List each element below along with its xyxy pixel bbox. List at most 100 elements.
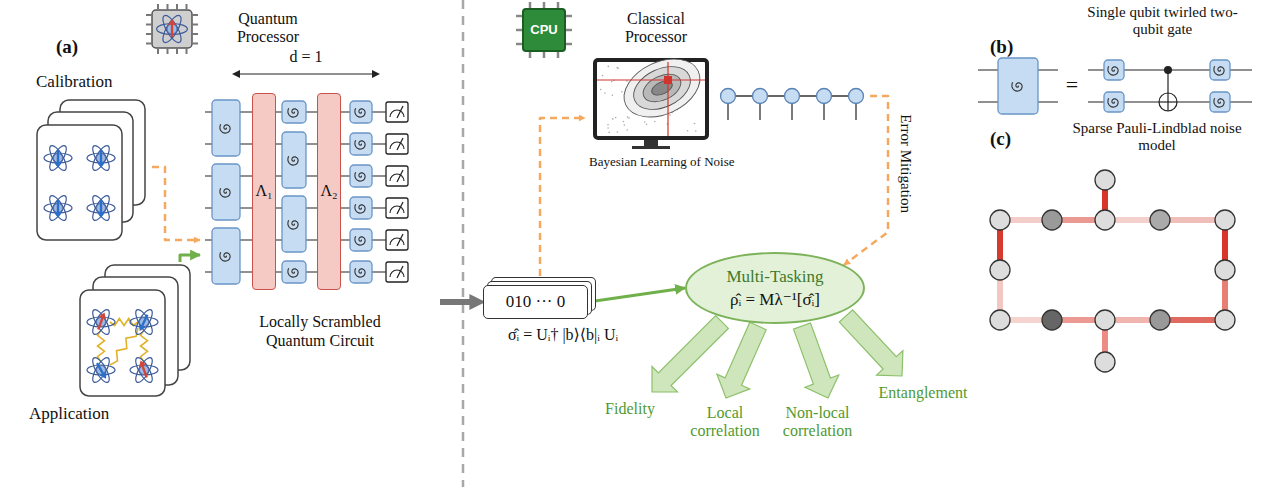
- atom-orbit: [133, 355, 156, 384]
- chip-pin: [146, 33, 152, 35]
- depth-arrow-heads: [232, 70, 380, 78]
- drawing-part: [97, 363, 104, 374]
- spiral-symbol: [1214, 66, 1224, 75]
- node-text: Locally Scrambled Quantum Circuit: [235, 313, 405, 350]
- spiral-symbol: [288, 156, 298, 165]
- drawing-part: [57, 150, 59, 163]
- output-arrow: [794, 323, 839, 398]
- chip-pin: [543, 52, 546, 58]
- spiral-symbol: [1012, 82, 1022, 91]
- chip-pin: [192, 14, 198, 16]
- spin-arrow: [54, 150, 62, 168]
- chip-pin: [157, 48, 159, 54]
- meter-needle: [397, 234, 403, 246]
- figure-label: (c): [990, 128, 1030, 150]
- qubit-site: [1215, 210, 1235, 230]
- spin-arrow: [97, 150, 105, 168]
- node-text: Multi-Tasking: [726, 267, 823, 287]
- divider-line: [462, 0, 465, 487]
- circuit-region: Locally Scrambled Quantum CircuitΛ₁Λ₂: [200, 88, 440, 350]
- meter-arc: [390, 206, 404, 213]
- spin-arrow: [94, 361, 110, 381]
- sample-dot: [616, 67, 618, 69]
- meter-symbol: [386, 102, 408, 122]
- sample-dot: [608, 66, 610, 68]
- spin-arrow: [54, 200, 62, 218]
- spiral-symbol: [355, 204, 365, 213]
- gate-box: [350, 133, 372, 155]
- spiral-symbol: [355, 268, 365, 277]
- noise-channel-box: Λ₂: [317, 93, 341, 290]
- atom-orbit: [133, 307, 156, 336]
- drawing-part: [97, 212, 105, 218]
- figure-label: Single qubit twirled two-qubit gate: [1085, 4, 1240, 39]
- sample-dot: [695, 130, 697, 132]
- connector: [152, 167, 200, 240]
- figure-label: Entanglement: [868, 384, 978, 402]
- spiral-symbol: [220, 124, 230, 133]
- calibration-stack: Calibration: [30, 72, 152, 247]
- atom-orbit: [90, 307, 113, 336]
- meter-symbol: [386, 230, 408, 250]
- chip-pin: [192, 33, 198, 35]
- cpu-chip: CPU: [522, 8, 566, 52]
- tensor-site: [817, 89, 832, 104]
- spiral-symbol: [355, 140, 365, 149]
- estimate-mark: [664, 76, 672, 84]
- spiral-symbol: [1108, 66, 1118, 75]
- spiral-symbol: [1108, 98, 1118, 107]
- drawing-part: [168, 19, 176, 25]
- spiral-symbol: [355, 172, 365, 181]
- drawing-part: [100, 150, 102, 163]
- chip-pin: [192, 24, 198, 26]
- drawing-part: [137, 359, 147, 367]
- qubit-site: [1042, 210, 1062, 230]
- tensor-site: [753, 89, 768, 104]
- meter-symbol: [386, 198, 408, 218]
- sample-dot: [604, 92, 606, 94]
- drawing-part: [136, 324, 146, 333]
- sample-dot: [646, 124, 648, 126]
- chip-pin: [186, 4, 188, 10]
- meter-symbol: [386, 166, 408, 186]
- sample-dot: [628, 117, 630, 119]
- multitask-ellipse: Multi-Taskingρ̂ᵢ = Mλ⁻¹[σ̂ᵢ]: [685, 252, 865, 324]
- meter-needle: [397, 138, 403, 150]
- chip-pin: [167, 48, 169, 54]
- drawing-part: [100, 371, 110, 380]
- meter-needle: [397, 106, 403, 118]
- gate-box: [1104, 60, 1124, 80]
- atom-orbit: [133, 307, 156, 336]
- crosshair-line: [667, 62, 668, 136]
- gate-box: [350, 197, 372, 219]
- spiral-symbol: [355, 108, 365, 117]
- atom-orbit: [47, 193, 70, 222]
- output-arrow: [717, 322, 766, 398]
- gate-box: [212, 100, 240, 156]
- chip-pin: [176, 48, 178, 54]
- atom-orbit: [160, 13, 185, 45]
- chip-pin: [146, 24, 152, 26]
- spiral-symbol: [288, 268, 298, 277]
- spiral-symbol: [288, 220, 298, 229]
- meter-arc: [390, 238, 404, 245]
- contour-line: [615, 48, 709, 129]
- sample-dot: [623, 121, 625, 123]
- gate-box: [282, 196, 306, 252]
- figure-label: Local correlation: [680, 404, 770, 441]
- depth-arrow: [236, 73, 376, 74]
- meter-needle: [397, 170, 403, 182]
- spiral-symbol: [355, 236, 365, 245]
- cnot-line: [1167, 70, 1168, 111]
- monitor-stand: [644, 140, 658, 146]
- state-card: [80, 290, 165, 396]
- sample-dot: [687, 130, 689, 132]
- atom-orbit: [133, 355, 156, 384]
- atom-orbit: [90, 143, 113, 172]
- gate-box: [1104, 92, 1124, 112]
- gate-box: [1210, 92, 1230, 112]
- sample-dot: [621, 91, 623, 93]
- chip-pin: [146, 14, 152, 16]
- spiral-symbol: [220, 252, 230, 261]
